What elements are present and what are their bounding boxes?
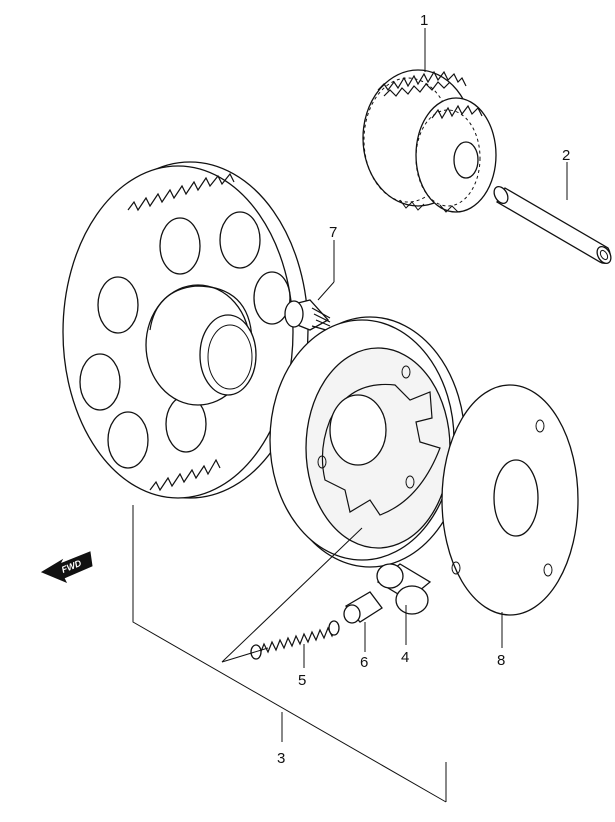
callout-7: 7: [329, 224, 337, 241]
callout-2: 2: [562, 147, 570, 164]
spring: [250, 620, 340, 660]
leader-lines: [132, 28, 568, 803]
callout-1: 1: [420, 12, 428, 29]
callout-5: 5: [298, 672, 306, 689]
fwd-direction-marker: FWD: [40, 551, 93, 583]
plunger: [343, 591, 383, 624]
starter-clutch: [269, 316, 466, 568]
callout-4: 4: [401, 649, 409, 666]
roller: [376, 563, 432, 615]
shaft: [493, 185, 612, 265]
starter-driven-gear: [62, 161, 309, 499]
callout-3: 3: [277, 750, 285, 767]
idle-gear: [362, 69, 497, 213]
arrow-left-icon: [40, 551, 93, 583]
bolt: [284, 299, 331, 331]
callout-8: 8: [497, 652, 505, 669]
clutch-plate: [441, 384, 579, 616]
callout-6: 6: [360, 654, 368, 671]
callout-labels: 1 2 3 4 5 6 7 8: [277, 12, 570, 767]
